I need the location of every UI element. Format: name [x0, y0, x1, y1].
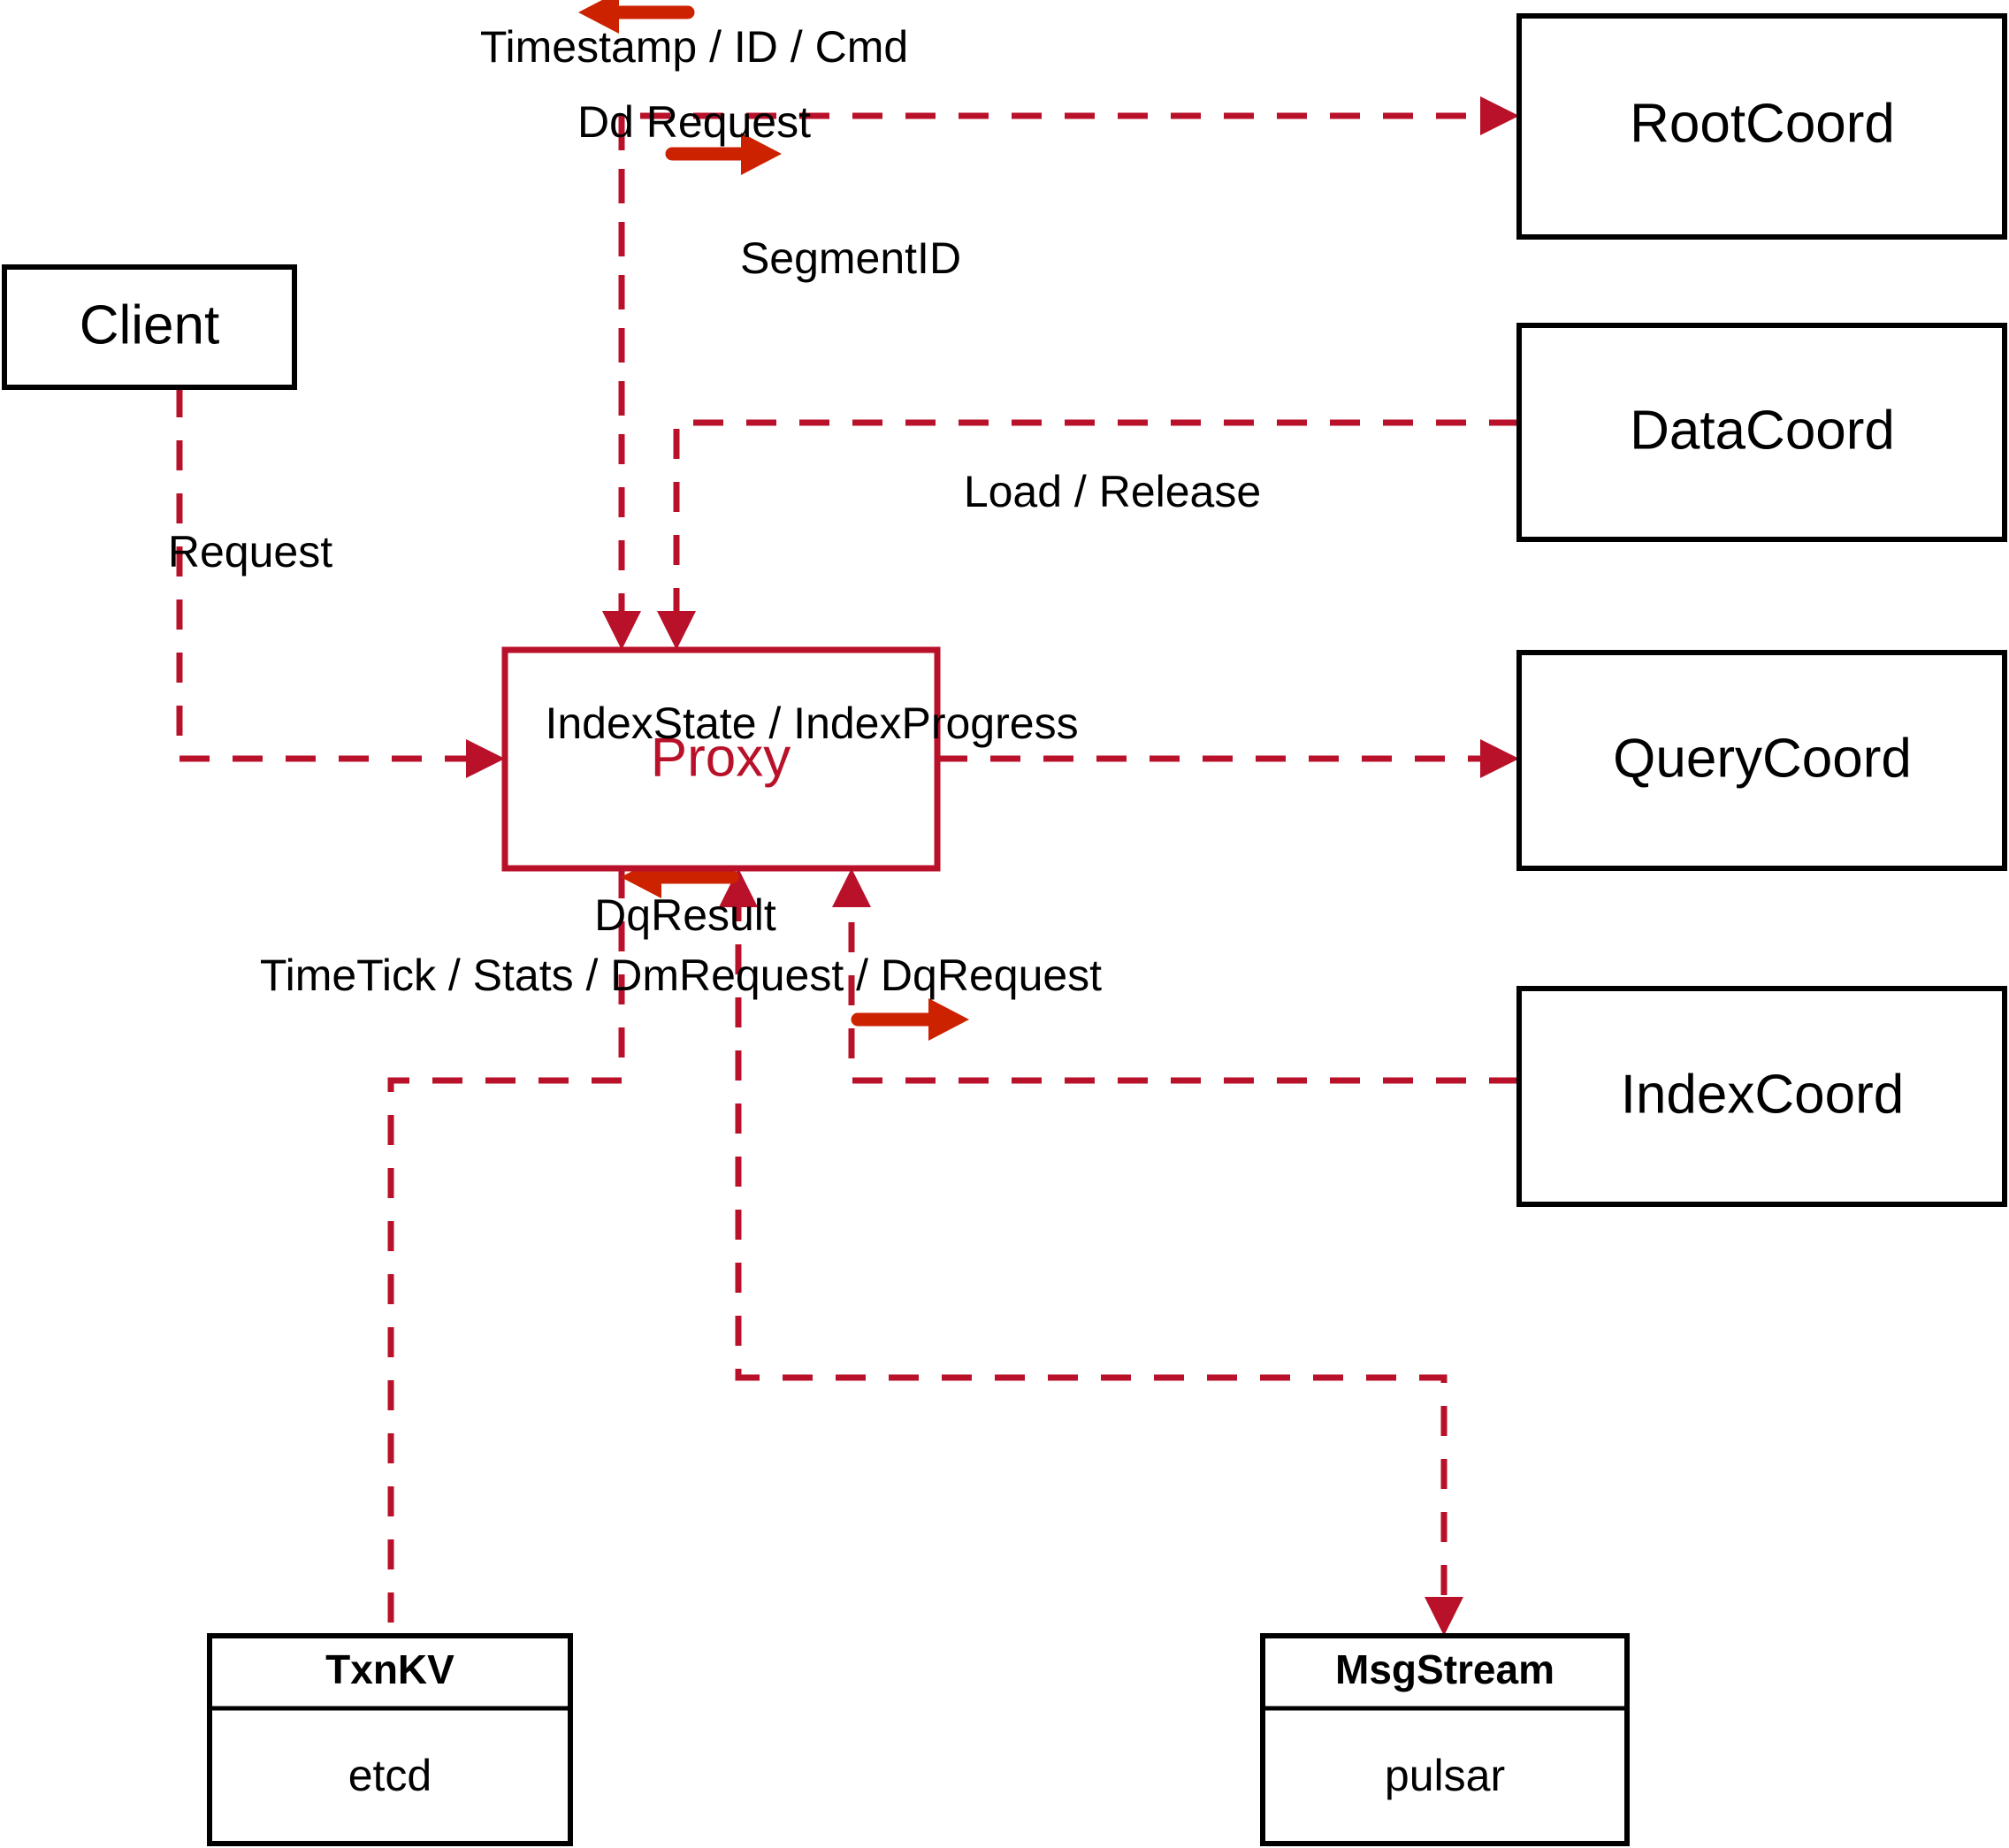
node-msgstream[interactable]: MsgStream pulsar [1260, 1633, 1630, 1846]
flow-line-proxy-to-txnkv [387, 868, 625, 1636]
edge-label-index-state: IndexState / IndexProgress [545, 699, 1078, 748]
edge-label-load-release: Load / Release [964, 467, 1261, 516]
arrowhead-proxy-to-rootcoord [1480, 96, 1519, 135]
flow-proxy-to-rootcoord [618, 96, 1519, 416]
flow-client-to-proxy [176, 387, 505, 778]
node-querycoord[interactable]: QueryCoord [1516, 650, 2007, 871]
node-rootcoord[interactable]: RootCoord [1516, 13, 2007, 240]
node-msgstream-box[interactable] [1260, 1633, 1630, 1846]
flow-proxy-to-querycoord [937, 739, 1519, 778]
flow-line-datacoord-to-proxy [673, 419, 1519, 628]
direction-arrow-dd-request-right [665, 133, 782, 175]
arrowhead-proxy-to-querycoord [1480, 739, 1519, 778]
arrowhead-rootcoord-to-proxy [602, 611, 641, 650]
flow-line-client-to-proxy [176, 387, 482, 762]
node-msgstream-header: MsgStream [1335, 1646, 1554, 1692]
node-txnkv-header: TxnKV [325, 1646, 455, 1692]
node-rootcoord-label: RootCoord [1630, 93, 1895, 154]
node-querycoord-label: QueryCoord [1613, 728, 1912, 789]
node-txnkv-body: etcd [348, 1751, 432, 1800]
node-indexcoord-box[interactable] [1516, 986, 2007, 1207]
edge-label-dq-result: DqResult [594, 890, 776, 940]
arrowhead-indexcoord-to-proxy [832, 868, 871, 907]
arrowhead-datacoord-to-proxy [657, 611, 696, 650]
node-proxy[interactable]: Proxy [501, 646, 941, 872]
edge-label-request: Request [168, 527, 332, 577]
node-datacoord-label: DataCoord [1630, 400, 1895, 461]
flow-msgstream-to-proxy [719, 868, 758, 907]
edge-label-timestamp-id-cmd: Timestamp / ID / Cmd [480, 22, 908, 72]
node-querycoord-box[interactable] [1516, 650, 2007, 871]
node-indexcoord[interactable]: IndexCoord [1516, 986, 2007, 1207]
node-client-label: Client [80, 294, 220, 355]
node-proxy-label: Proxy [651, 727, 791, 788]
node-datacoord[interactable]: DataCoord [1516, 323, 2007, 542]
direction-arrow-timestamp-left [578, 0, 695, 34]
arrowhead-client-to-proxy [466, 739, 505, 778]
node-client-box[interactable] [2, 264, 297, 390]
edge-label-timetick-stats: TimeTick / Stats / DmRequest / DqRequest [260, 951, 1102, 1000]
node-txnkv[interactable]: TxnKV etcd [207, 1633, 573, 1846]
node-client[interactable]: Client [2, 264, 297, 390]
arrowhead-proxy-to-msgstream [1425, 1597, 1463, 1636]
flow-indexcoord-to-proxy [832, 868, 1519, 1084]
arrowhead-msgstream-to-proxy [719, 868, 758, 907]
node-proxy-box[interactable] [501, 646, 941, 872]
node-datacoord-box[interactable] [1516, 323, 2007, 542]
node-txnkv-box[interactable] [207, 1633, 573, 1846]
flow-proxy-to-txnkv [387, 868, 625, 1636]
flow-line-indexcoord-to-proxy [848, 891, 1519, 1084]
edge-label-dd-request: Dd Request [577, 97, 811, 147]
flow-datacoord-to-proxy [657, 419, 1519, 650]
node-indexcoord-label: IndexCoord [1621, 1064, 1905, 1125]
node-rootcoord-box[interactable] [1516, 13, 2007, 240]
flow-proxy-to-msgstream [735, 891, 1463, 1636]
edge-label-segment-id: SegmentID [740, 233, 961, 283]
direction-arrow-dm-request-right [851, 998, 969, 1041]
flow-rootcoord-to-proxy [602, 116, 641, 650]
node-msgstream-body: pulsar [1385, 1751, 1505, 1800]
